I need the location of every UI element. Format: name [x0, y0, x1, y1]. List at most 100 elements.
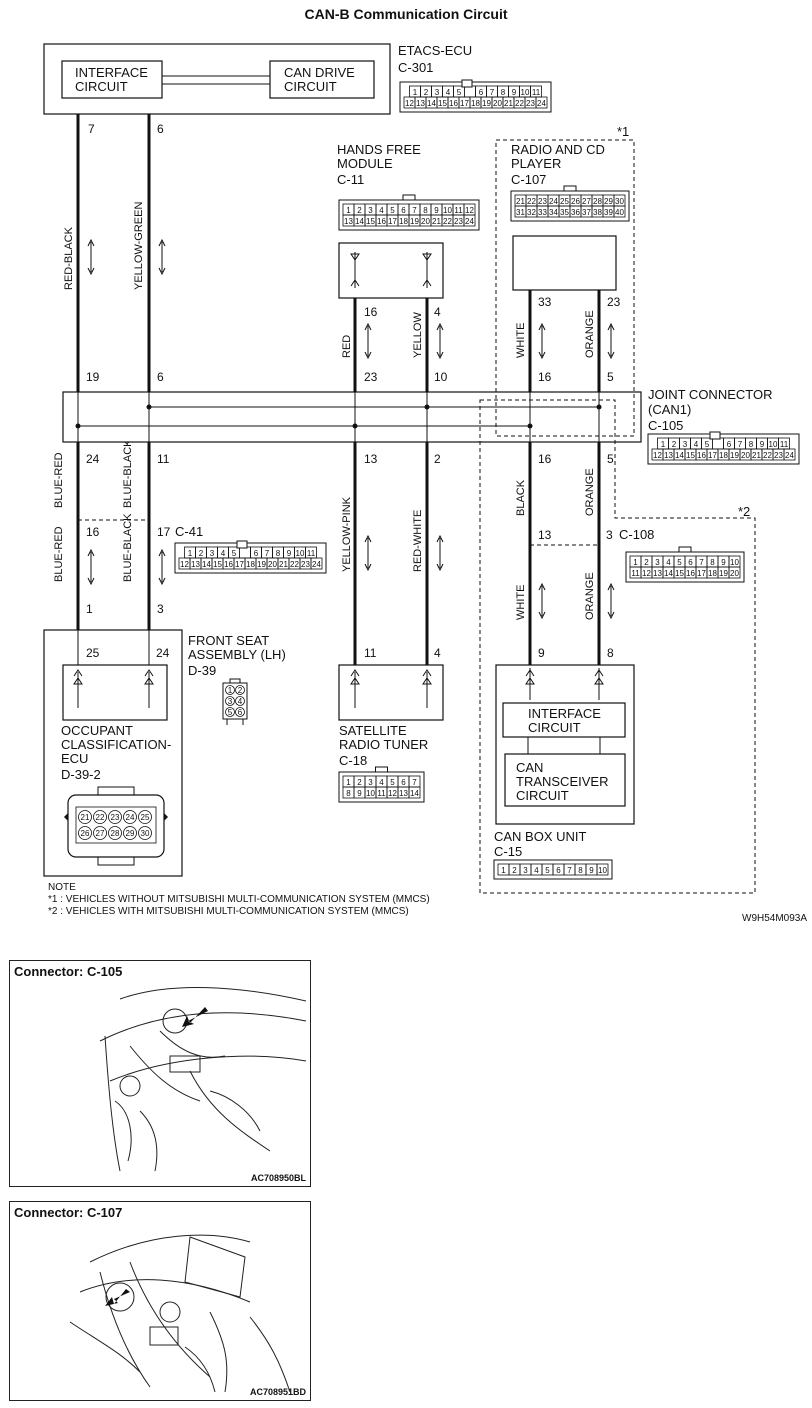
- connector-pin: 2: [199, 549, 204, 558]
- connector-pin: 36: [571, 208, 580, 217]
- wire-black: BLACK: [515, 479, 527, 516]
- dashboard-illustration: [69, 1234, 291, 1393]
- wire-white-top: WHITE: [515, 323, 527, 358]
- svg-text:4: 4: [434, 305, 441, 319]
- svg-text:19: 19: [86, 370, 100, 384]
- connector-pin: 5: [390, 206, 395, 215]
- pointer-arrow: [182, 1007, 208, 1027]
- connector-pin: 6: [401, 206, 406, 215]
- connector-pin: 4: [379, 778, 384, 787]
- connector-pin: 1: [346, 778, 351, 787]
- svg-text:HANDS FREE: HANDS FREE: [337, 142, 421, 157]
- svg-text:3: 3: [157, 602, 164, 616]
- connector-pin: 9: [760, 440, 765, 449]
- connector-pin: 24: [312, 560, 321, 569]
- connector-pin: 24: [549, 197, 558, 206]
- connector-pin: 25: [141, 813, 150, 822]
- connector-pin: 29: [126, 829, 135, 838]
- svg-text:C-18: C-18: [339, 753, 367, 768]
- connector-pin: 31: [516, 208, 525, 217]
- etacs-connector: C-301: [398, 60, 433, 75]
- svg-text:16: 16: [364, 305, 378, 319]
- connector-pin: 11: [377, 789, 386, 798]
- connector-pin: 9: [721, 558, 726, 567]
- connector-pin: 12: [465, 206, 474, 215]
- wire-red: RED: [341, 335, 353, 358]
- connector-pin: 23: [774, 451, 783, 460]
- connector-pin: 4: [379, 206, 384, 215]
- svg-text:C-107: C-107: [511, 172, 546, 187]
- svg-text:13: 13: [538, 528, 552, 542]
- connector-pin: 5: [545, 866, 550, 875]
- svg-text:MODULE: MODULE: [337, 156, 393, 171]
- joint-connector-code: C-105: [648, 418, 683, 433]
- svg-text:5: 5: [607, 370, 614, 384]
- connector-pin: 15: [438, 99, 447, 108]
- svg-text:5: 5: [607, 452, 614, 466]
- connector-pin: 1: [228, 686, 233, 695]
- connector-pin: 6: [688, 558, 693, 567]
- connector-pin: 2: [238, 686, 243, 695]
- connector-pin: 22: [527, 197, 536, 206]
- svg-text:24: 24: [156, 646, 170, 660]
- connector-pin: 13: [653, 569, 662, 578]
- svg-text:*2 : VEHICLES WITH MITSUBISHI: *2 : VEHICLES WITH MITSUBISHI MULTI-COMM…: [48, 906, 409, 917]
- connector-pin: 1: [633, 558, 638, 567]
- connector-pin: 12: [405, 99, 414, 108]
- wire-red-white: RED-WHITE: [412, 510, 424, 572]
- panel-2-title: Connector: C-107: [14, 1205, 123, 1220]
- svg-text:D-39-2: D-39-2: [61, 767, 101, 782]
- connector-pin: 25: [560, 197, 569, 206]
- connector-pin: 11: [780, 440, 789, 449]
- connector-pin: 2: [644, 558, 649, 567]
- connector-pin: 5: [228, 708, 233, 717]
- connector-pin: 1: [661, 440, 666, 449]
- svg-text:4: 4: [434, 646, 441, 660]
- svg-text:23: 23: [607, 295, 621, 309]
- connector-pin: 9: [287, 549, 292, 558]
- connector-pin: 7: [699, 558, 704, 567]
- interface-circuit-label: INTERFACE: [75, 65, 148, 80]
- connector-pin: 10: [443, 206, 452, 215]
- connector-pin: 32: [527, 208, 536, 217]
- connector-pin: 20: [493, 99, 502, 108]
- connector-photo-c105: Connector: C-105 AC708950BL: [9, 960, 311, 1187]
- svg-text:23: 23: [364, 370, 378, 384]
- connector-pin: 22: [443, 217, 452, 226]
- connector-pin: 8: [749, 440, 754, 449]
- svg-text:17: 17: [157, 525, 171, 539]
- connector-pin: 16: [449, 99, 458, 108]
- connector-pin: 4: [666, 558, 671, 567]
- connector-pin: 29: [604, 197, 613, 206]
- connector-pin: 1: [188, 549, 193, 558]
- connector-pin: 2: [512, 866, 517, 875]
- can-drive-circuit-label: CAN DRIVE: [284, 65, 355, 80]
- connector-pin: 2: [424, 88, 429, 97]
- svg-text:PLAYER: PLAYER: [511, 156, 561, 171]
- connector-pin: 14: [664, 569, 673, 578]
- connector-pin: 18: [719, 451, 728, 460]
- connector-pin: 15: [366, 217, 375, 226]
- wire-yellow: YELLOW: [412, 312, 424, 358]
- panel-1-code: AC708950BL: [250, 1173, 306, 1183]
- connector-pin: 8: [423, 206, 428, 215]
- connector-pin: 24: [126, 813, 135, 822]
- svg-text:CIRCUIT: CIRCUIT: [528, 720, 581, 735]
- pointer-arrow: [105, 1289, 130, 1306]
- pin-numbers: 7 6 19 6 24 11 16 17 1 3 25 24 16 4 23 1…: [86, 122, 621, 660]
- connector-pin: 21: [516, 197, 525, 206]
- connector-pin: 19: [257, 560, 266, 569]
- connector-pin: 9: [589, 866, 594, 875]
- connector-pin: 6: [556, 866, 561, 875]
- connector-pin: 28: [111, 829, 120, 838]
- page-title: CAN-B Communication Circuit: [305, 6, 508, 22]
- connector-pin: 13: [344, 217, 353, 226]
- connector-pin: 23: [538, 197, 547, 206]
- connector-pin: 16: [224, 560, 233, 569]
